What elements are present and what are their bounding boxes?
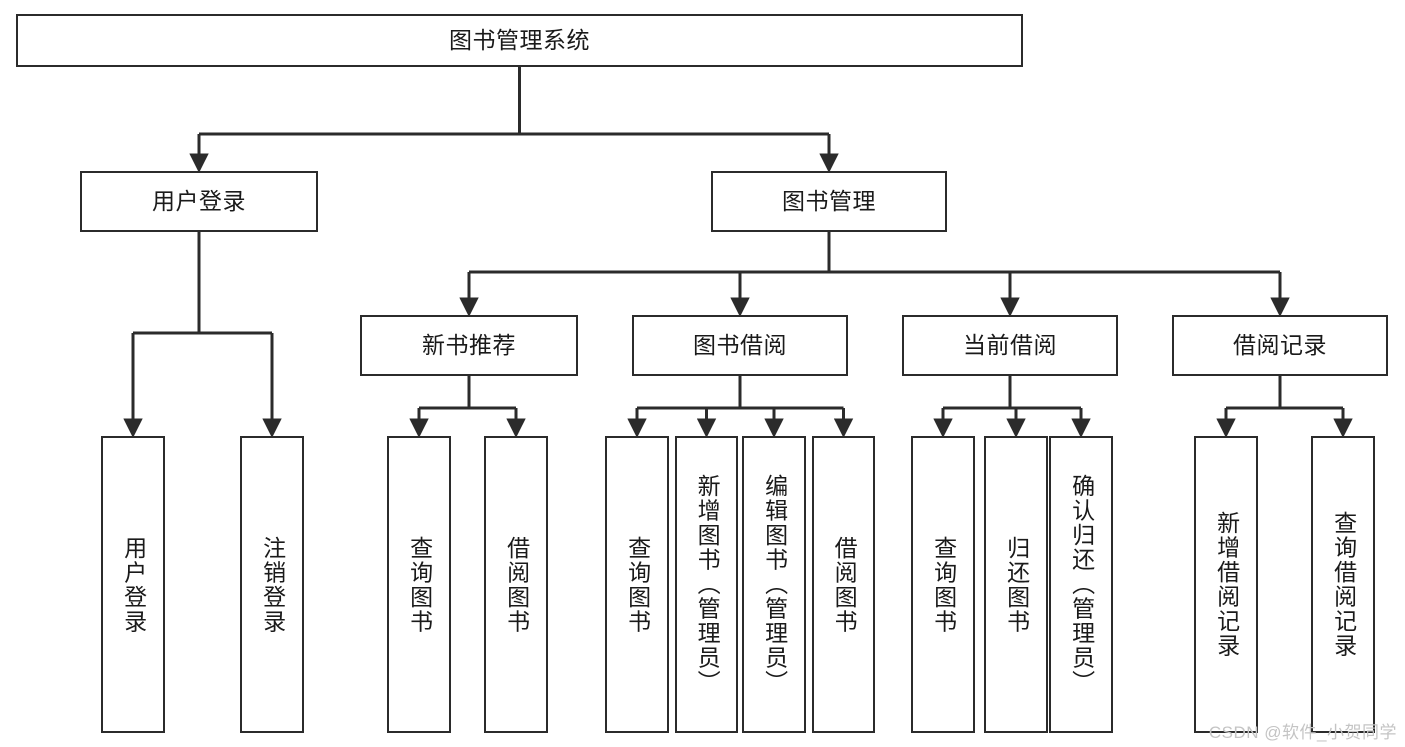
node-label: 查询图书	[624, 535, 651, 634]
node-label: 新增图书（管理员）	[694, 474, 721, 695]
node-label: 新增借阅记录	[1213, 511, 1240, 658]
node-label: 注销登录	[259, 535, 286, 634]
level2-box-current-borrow[interactable]: 当前借阅	[902, 315, 1118, 376]
node-label: 借阅图书	[503, 535, 530, 634]
leaf-box-leaf-add-borrow-record[interactable]: 新增借阅记录	[1194, 436, 1258, 733]
node-label: 新书推荐	[422, 331, 516, 358]
leaf-box-leaf-borrow-book-rec[interactable]: 借阅图书	[484, 436, 548, 733]
leaf-box-leaf-edit-book-admin[interactable]: 编辑图书（管理员）	[742, 436, 806, 733]
node-label: 借阅记录	[1233, 331, 1327, 358]
node-label: 用户登录	[152, 187, 246, 214]
node-label: 确认归还（管理员）	[1068, 474, 1095, 695]
level1-box-user-login[interactable]: 用户登录	[80, 171, 318, 232]
node-label: 查询借阅记录	[1330, 511, 1357, 658]
leaf-box-leaf-confirm-return-admin[interactable]: 确认归还（管理员）	[1049, 436, 1113, 733]
leaf-box-leaf-user-login[interactable]: 用户登录	[101, 436, 165, 733]
level2-box-new-book-recommend[interactable]: 新书推荐	[360, 315, 578, 376]
leaf-box-leaf-add-book-admin[interactable]: 新增图书（管理员）	[675, 436, 738, 733]
node-label: 图书管理系统	[449, 26, 590, 53]
level1-box-book-management[interactable]: 图书管理	[711, 171, 947, 232]
leaf-box-leaf-user-logout[interactable]: 注销登录	[240, 436, 304, 733]
node-label: 当前借阅	[963, 331, 1057, 358]
leaf-box-leaf-return-book[interactable]: 归还图书	[984, 436, 1048, 733]
level2-box-borrow-records[interactable]: 借阅记录	[1172, 315, 1388, 376]
leaf-box-leaf-query-book-rec[interactable]: 查询图书	[387, 436, 451, 733]
leaf-box-leaf-borrow-book[interactable]: 借阅图书	[812, 436, 875, 733]
leaf-box-leaf-query-book-borrow[interactable]: 查询图书	[605, 436, 669, 733]
node-label: 图书管理	[782, 187, 876, 214]
root-box-root[interactable]: 图书管理系统	[16, 14, 1023, 67]
node-label: 编辑图书（管理员）	[761, 474, 788, 695]
node-label: 查询图书	[406, 535, 433, 634]
level2-box-book-borrow[interactable]: 图书借阅	[632, 315, 848, 376]
node-label: 查询图书	[930, 535, 957, 634]
node-label: 借阅图书	[831, 535, 858, 634]
node-label: 归还图书	[1003, 535, 1030, 634]
node-label: 用户登录	[120, 535, 147, 634]
leaf-box-leaf-query-borrow-record[interactable]: 查询借阅记录	[1311, 436, 1375, 733]
leaf-box-leaf-query-book-current[interactable]: 查询图书	[911, 436, 975, 733]
node-label: 图书借阅	[693, 331, 787, 358]
